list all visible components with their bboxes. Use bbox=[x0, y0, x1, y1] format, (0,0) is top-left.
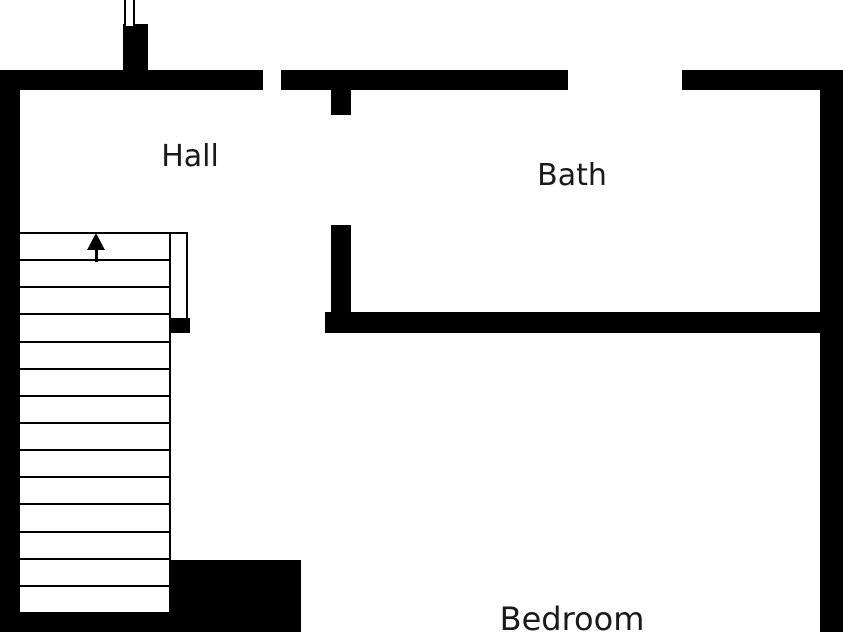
right-exterior-wall bbox=[820, 70, 843, 632]
bottom-wall-stairs bbox=[0, 612, 170, 632]
stair-tread bbox=[20, 476, 169, 479]
stair-tread bbox=[20, 286, 169, 289]
stair-tread bbox=[20, 259, 169, 262]
hall-room-label: Hall bbox=[161, 139, 219, 174]
stair-tread bbox=[20, 340, 169, 343]
top-left-wall-stub bbox=[123, 24, 148, 70]
hall-bath-divider-upper bbox=[331, 70, 351, 115]
stair-tread bbox=[20, 449, 169, 452]
stair-tread bbox=[20, 503, 169, 506]
bath-room-label: Bath bbox=[537, 158, 607, 193]
top-wall-middle-segment bbox=[281, 70, 568, 90]
stair-tread bbox=[20, 313, 169, 316]
stair-tread bbox=[20, 584, 169, 587]
stair-tread bbox=[20, 557, 169, 560]
top-wall-right-segment bbox=[682, 70, 843, 90]
top-wall-left-segment bbox=[0, 70, 263, 90]
hall-bath-divider-lower bbox=[331, 225, 351, 333]
stair-tread bbox=[20, 530, 169, 533]
stairs-up-arrow-icon bbox=[87, 233, 105, 250]
staircase-treads bbox=[20, 232, 169, 614]
stair-tread bbox=[20, 367, 169, 370]
bedroom-room-label: Bedroom bbox=[499, 600, 645, 632]
bottom-wall-block bbox=[170, 560, 301, 632]
stair-edge-line bbox=[169, 318, 171, 612]
left-exterior-wall bbox=[0, 70, 20, 632]
top-door-opening bbox=[124, 0, 135, 26]
stair-tread bbox=[20, 422, 169, 424]
stairs-up-arrow-stem bbox=[95, 249, 98, 262]
stair-rail bbox=[169, 232, 188, 320]
stair-rail-endcap bbox=[169, 318, 190, 333]
stair-tread bbox=[20, 394, 169, 397]
bath-bedroom-wall bbox=[325, 312, 843, 333]
